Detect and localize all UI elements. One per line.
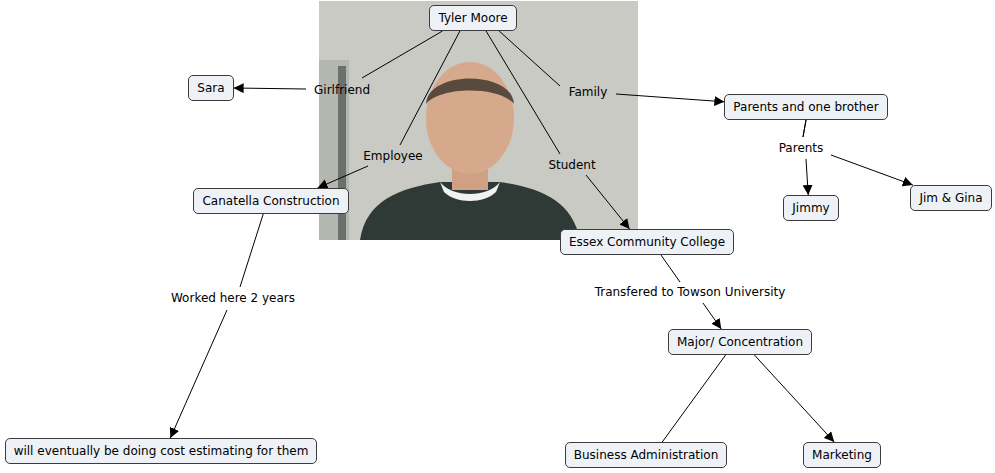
linking-phrase: Transfered to Towson University bbox=[595, 285, 786, 300]
linking-phrase: Girlfriend bbox=[314, 83, 370, 98]
hair-shape bbox=[426, 79, 514, 105]
linking-phrase: Student bbox=[548, 158, 595, 173]
concept-box: Tyler Moore bbox=[429, 5, 516, 31]
concept-text: Canatella Construction bbox=[202, 194, 339, 208]
shirt-shape bbox=[360, 182, 580, 240]
concept-text: will eventually be doing cost estimating… bbox=[14, 444, 309, 458]
concept-box: will eventually be doing cost estimating… bbox=[5, 438, 318, 464]
linking-phrase: Parents bbox=[779, 141, 824, 156]
concept-box: Sara bbox=[188, 75, 233, 101]
concept-text: Business Administration bbox=[574, 448, 719, 462]
concept-box: Essex Community College bbox=[560, 229, 734, 255]
head-shape bbox=[426, 62, 514, 174]
photo-background bbox=[319, 1, 638, 240]
concept-box: Marketing bbox=[803, 442, 881, 468]
concept-text: Parents and one brother bbox=[733, 100, 878, 114]
concept-text: Jimmy bbox=[792, 201, 829, 215]
connector bbox=[170, 214, 263, 438]
connector bbox=[499, 31, 724, 102]
linking-phrase: Family bbox=[569, 85, 608, 100]
concept-text: Tyler Moore bbox=[438, 11, 507, 25]
concept-text: Marketing bbox=[812, 448, 872, 462]
linking-phrase: Employee bbox=[363, 149, 422, 164]
concept-text: Sara bbox=[197, 81, 224, 95]
connector bbox=[754, 355, 834, 442]
concept-box: Business Administration bbox=[565, 442, 728, 468]
connector bbox=[486, 31, 630, 229]
connector bbox=[234, 31, 443, 89]
linking-phrase: Worked here 2 years bbox=[171, 291, 295, 306]
concept-box: Jim & Gina bbox=[910, 185, 991, 211]
connector bbox=[803, 120, 808, 195]
connector bbox=[318, 31, 460, 188]
concept-text: Jim & Gina bbox=[919, 191, 982, 205]
concept-box: Canatella Construction bbox=[193, 188, 348, 214]
concept-text: Essex Community College bbox=[569, 235, 725, 249]
concept-box: Jimmy bbox=[783, 195, 838, 221]
connector bbox=[662, 355, 725, 442]
concept-box: Parents and one brother bbox=[724, 94, 887, 120]
concept-text: Major/ Concentration bbox=[677, 335, 803, 349]
concept-box: Major/ Concentration bbox=[668, 329, 812, 355]
